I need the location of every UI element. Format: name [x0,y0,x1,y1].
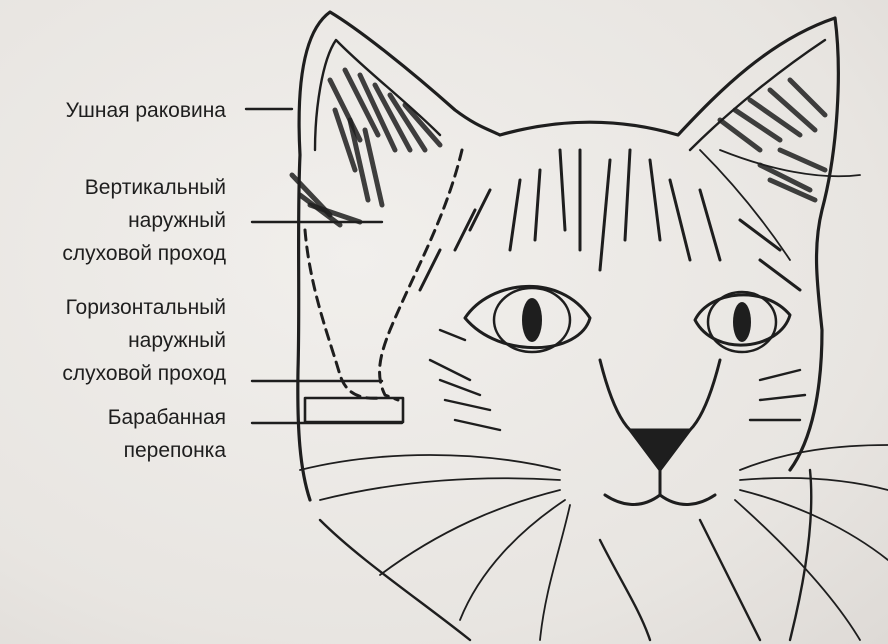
nose-mouth [598,358,722,506]
head-outline [296,10,840,502]
whiskers [299,149,888,641]
ear-fur-shading [289,67,828,228]
label-vertical-canal: Вертикальный наружный слуховой проход [62,176,226,265]
label-horizontal-canal: Горизонтальный наружный слуховой проход [62,296,226,385]
ear-canal-outline [303,148,464,402]
left-eye [463,285,592,354]
forehead-stripes [418,148,802,292]
right-ear-inner [688,38,827,152]
label-eardrum: Барабанная перепонка [107,406,226,462]
eardrum-box [303,396,405,424]
cheek-stripes [428,328,807,432]
right-eye [693,290,792,354]
leader-lines [244,107,404,425]
chin-fur [318,468,813,642]
label-auricle: Ушная раковина [65,99,226,122]
